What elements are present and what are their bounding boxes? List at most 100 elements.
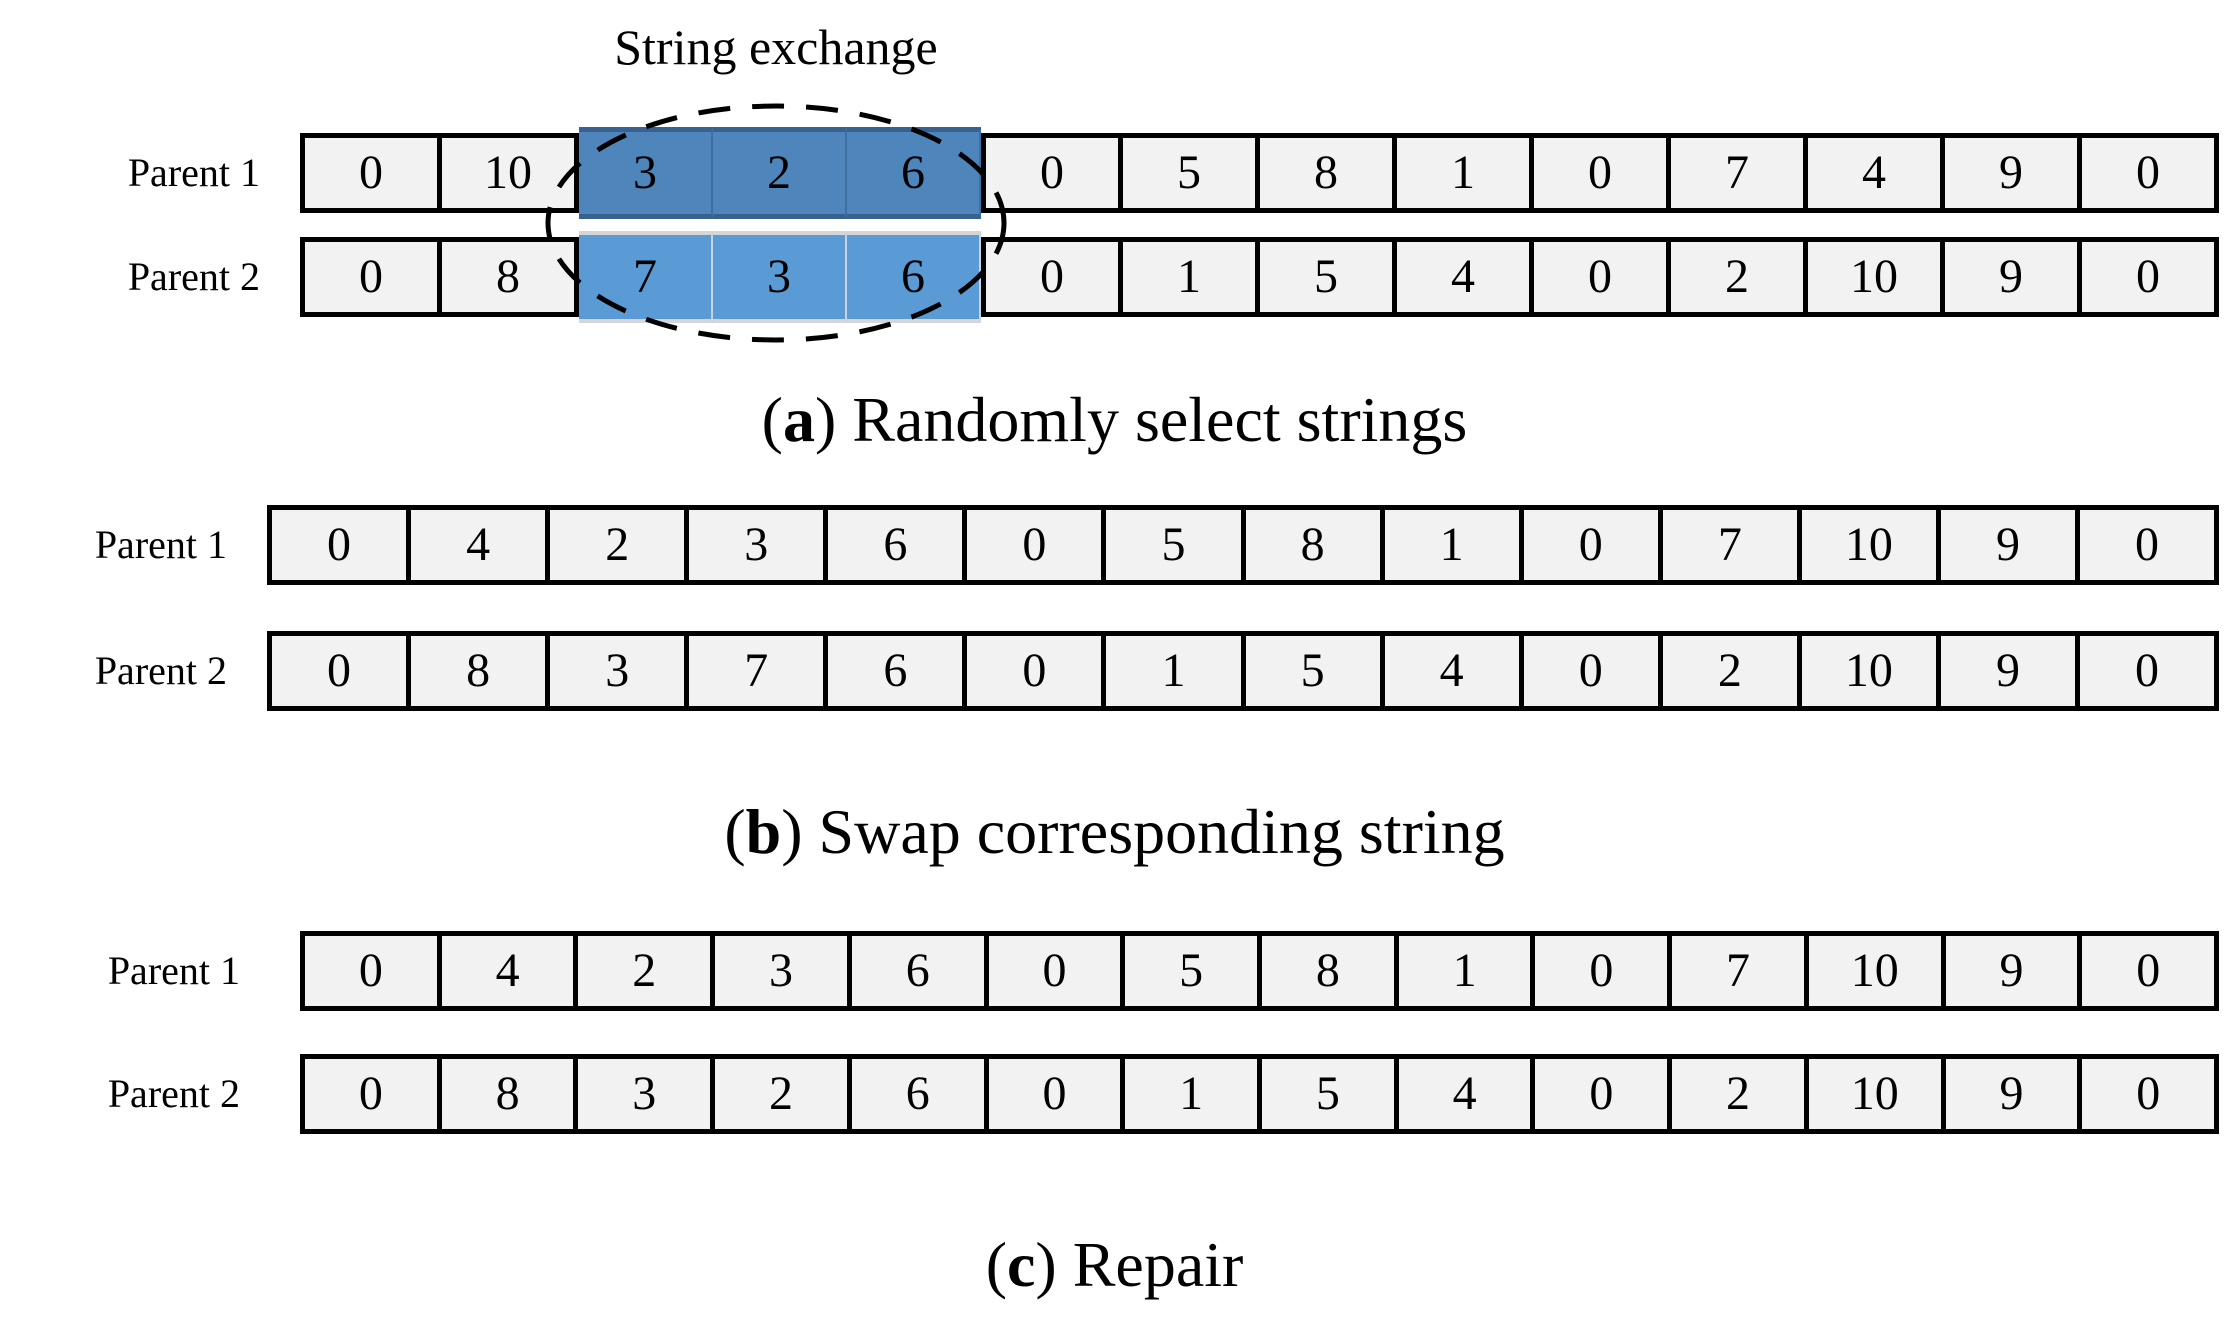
- caption-a-letter: a: [782, 384, 815, 455]
- gene-cell: 0: [1534, 237, 1671, 317]
- gene-cell: 0: [1534, 133, 1671, 213]
- gene-cell: 0: [967, 505, 1107, 585]
- gene-cell: 10: [1808, 237, 1945, 317]
- gene-cell: 7: [1672, 931, 1809, 1011]
- gene-cell: 5: [1106, 505, 1246, 585]
- gene-cell: 5: [1245, 631, 1385, 711]
- gene-cell: 3: [579, 127, 713, 219]
- gene-cell: 2: [550, 505, 690, 585]
- gene-cell: 0: [2082, 133, 2219, 213]
- gene-cell: 9: [1940, 505, 2081, 585]
- gene-cell: 4: [1398, 1054, 1536, 1134]
- gene-cell: 0: [1523, 505, 1663, 585]
- gene-cell: 1: [1123, 237, 1260, 317]
- gene-cell: 9: [1945, 237, 2082, 317]
- gene-cell: 2: [713, 127, 847, 219]
- gene-cell: 6: [847, 231, 981, 323]
- gene-cell: 0: [2080, 505, 2220, 585]
- gene-cell: 0: [2082, 237, 2219, 317]
- gene-cell: 8: [1245, 505, 1385, 585]
- parent2-label-c: Parent 2: [107, 1071, 240, 1116]
- gene-cell: 2: [715, 1054, 852, 1134]
- gene-cell: 10: [442, 133, 579, 213]
- gene-cell: 9: [1940, 631, 2081, 711]
- gene-cell: 8: [411, 631, 551, 711]
- gene-cell: 0: [1535, 1054, 1673, 1134]
- gene-cell: 1: [1384, 505, 1524, 585]
- gene-cell: 4: [411, 505, 551, 585]
- gene-cell: 0: [981, 133, 1123, 213]
- gene-cell: 10: [1808, 931, 1946, 1011]
- gene-cell: 1: [1106, 631, 1246, 711]
- gene-cell: 2: [578, 931, 716, 1011]
- gene-cell: 5: [1260, 237, 1397, 317]
- gene-cell: 7: [689, 631, 829, 711]
- gene-cell: 8: [441, 1054, 579, 1134]
- gene-cell: 10: [1801, 631, 1941, 711]
- parent2-label-b: Parent 2: [94, 648, 227, 693]
- caption-a-text: Randomly select strings: [836, 384, 1468, 455]
- gene-cell: 3: [689, 505, 829, 585]
- gene-cell: 10: [1801, 505, 1941, 585]
- gene-cell: 7: [1662, 505, 1802, 585]
- gene-cell: 0: [1523, 631, 1663, 711]
- gene-cell: 8: [1260, 133, 1397, 213]
- gene-cell: 7: [1671, 133, 1808, 213]
- gene-cell: 1: [1125, 1054, 1263, 1134]
- gene-cell: 5: [1262, 1054, 1399, 1134]
- gene-cell: 0: [300, 931, 442, 1011]
- gene-cell: 4: [1397, 237, 1534, 317]
- gene-cell: 8: [442, 237, 579, 317]
- caption-c-letter: c: [1007, 1229, 1036, 1300]
- gene-cell: 9: [1945, 1054, 2083, 1134]
- gene-cell: 6: [851, 931, 989, 1011]
- parent1-label-a: Parent 1: [127, 150, 260, 195]
- gene-cell: 5: [1125, 931, 1263, 1011]
- gene-cell: 1: [1397, 133, 1534, 213]
- gene-cell: 9: [1945, 133, 2082, 213]
- parent1-label-c: Parent 1: [107, 948, 240, 993]
- gene-cell: 1: [1398, 931, 1536, 1011]
- caption-a: (a) Randomly select strings: [761, 384, 1468, 455]
- parent2-label-a: Parent 2: [127, 254, 260, 299]
- gene-cell: 0: [2082, 931, 2220, 1011]
- gene-cell: 0: [988, 1054, 1126, 1134]
- gene-cell: 6: [828, 631, 968, 711]
- caption-c-text: Repair: [1056, 1229, 1244, 1300]
- gene-cell: 6: [828, 505, 968, 585]
- gene-cell: 7: [579, 231, 713, 323]
- gene-cell: 3: [713, 231, 847, 323]
- gene-cell: 0: [2082, 1054, 2220, 1134]
- gene-cell: 0: [2080, 631, 2220, 711]
- gene-cell: 2: [1671, 237, 1808, 317]
- gene-cell: 0: [300, 1054, 442, 1134]
- gene-cell: 3: [550, 631, 690, 711]
- caption-c: (c) Repair: [985, 1229, 1244, 1300]
- gene-cell: 0: [300, 133, 442, 213]
- gene-cell: 4: [441, 931, 579, 1011]
- gene-cell: 10: [1808, 1054, 1946, 1134]
- gene-cell: 8: [1262, 931, 1399, 1011]
- gene-cell: 0: [267, 505, 412, 585]
- gene-cell: 0: [988, 931, 1126, 1011]
- gene-cell: 4: [1384, 631, 1524, 711]
- gene-cell: 4: [1808, 133, 1945, 213]
- gene-cell: 6: [851, 1054, 989, 1134]
- gene-cell: 3: [715, 931, 852, 1011]
- caption-b-text: Swap corresponding string: [802, 796, 1505, 867]
- gene-cell: 3: [578, 1054, 716, 1134]
- caption-b-letter: b: [745, 796, 782, 867]
- gene-cell: 0: [267, 631, 412, 711]
- parent1-label-b: Parent 1: [94, 522, 227, 567]
- gene-cell: 0: [981, 237, 1123, 317]
- gene-cell: 0: [1535, 931, 1673, 1011]
- gene-cell: 2: [1672, 1054, 1809, 1134]
- string-exchange-label: String exchange: [614, 19, 938, 75]
